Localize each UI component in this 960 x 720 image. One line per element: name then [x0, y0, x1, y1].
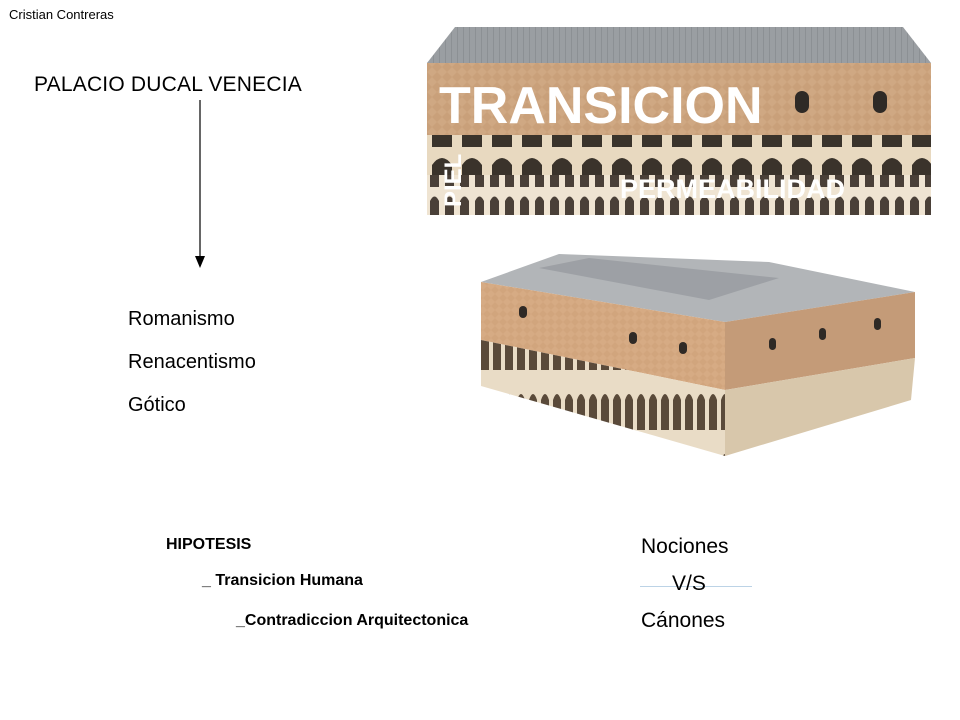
- hypothesis-title: HIPOTESIS: [166, 536, 252, 553]
- down-arrow: [195, 100, 205, 268]
- vs-divider: [640, 586, 752, 587]
- page-title: PALACIO DUCAL VENECIA: [34, 73, 302, 96]
- author-name: Cristian Contreras: [9, 7, 114, 22]
- comparison-middle: V/S: [672, 572, 706, 595]
- overlay-side: PIEL: [440, 154, 467, 207]
- overlay-title: TRANSICION: [439, 77, 763, 135]
- comparison-bottom: Cánones: [641, 609, 726, 632]
- hypothesis-item: _Contradiccion Arquitectonica: [236, 612, 469, 629]
- facade-image: TRANSICION PIEL PERMEABILIDAD: [427, 27, 931, 215]
- overlay-bottom: PERMEABILIDAD: [620, 174, 845, 204]
- comparison-top: Nociones: [641, 535, 729, 558]
- style-item: Romanismo: [128, 308, 235, 330]
- hypothesis-item: _ Transicion Humana: [202, 572, 363, 589]
- style-item: Renacentismo: [128, 351, 256, 373]
- styles-list: Romanismo Renacentismo Gótico: [128, 298, 256, 427]
- palace-3d-image: [481, 254, 915, 456]
- style-item: Gótico: [128, 394, 186, 416]
